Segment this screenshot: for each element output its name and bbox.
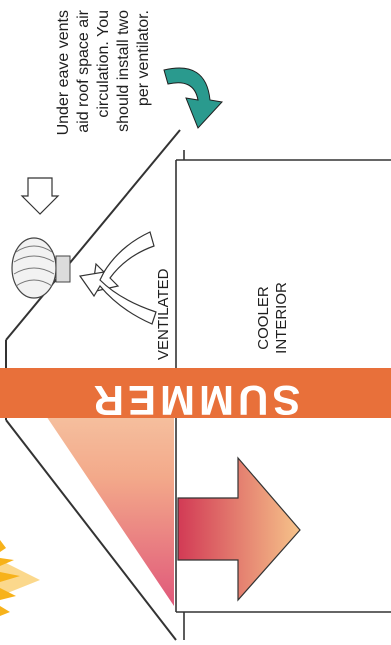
eave-vent-arrow-icon xyxy=(163,67,223,129)
airflow-up-arrow-icon xyxy=(20,177,60,215)
caption-line: aid roof space air xyxy=(75,9,92,132)
summer-label: SUMMER xyxy=(90,377,301,424)
caption-line: should install two xyxy=(115,10,132,132)
summer-band xyxy=(0,368,391,418)
caption-line: Under eave vents xyxy=(55,10,72,135)
heat-arrow-icon xyxy=(177,456,301,602)
caption-line: per ventilator. xyxy=(135,10,152,106)
ventilated-label: VENTILATED xyxy=(155,268,172,360)
airflow-out-arrow-icon xyxy=(78,271,157,325)
turbine-ventilator-icon xyxy=(11,237,71,299)
sun-icon xyxy=(0,540,40,616)
hot-attic-area xyxy=(30,392,174,606)
caption: Under eave vents aid roof space air circ… xyxy=(55,9,152,135)
cooler-label: COOLER xyxy=(255,286,272,350)
interior-label: INTERIOR xyxy=(273,282,290,354)
caption-line: circulation. You xyxy=(95,10,112,118)
airflow-arrows xyxy=(20,177,157,325)
